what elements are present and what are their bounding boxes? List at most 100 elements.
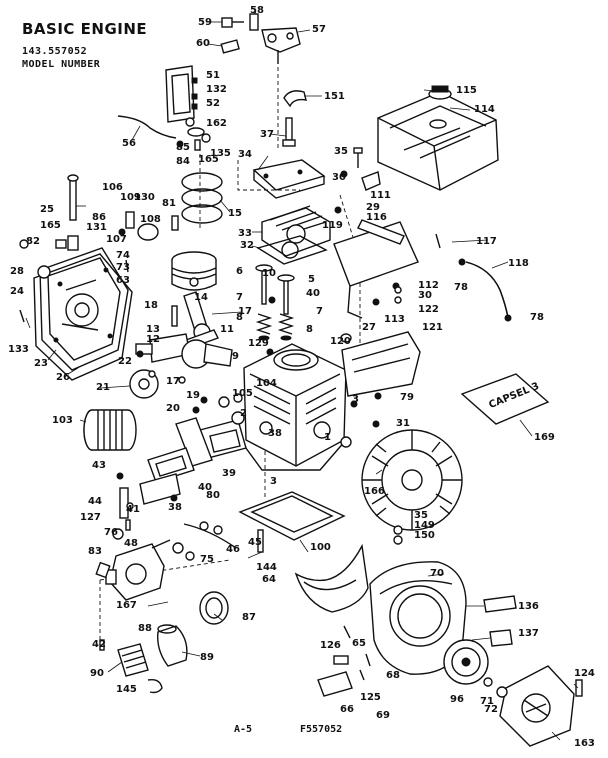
fitting-60 — [220, 39, 240, 54]
strip-136 — [483, 595, 517, 613]
callout-162: 162 — [206, 118, 227, 129]
blower-housing-70 — [369, 561, 467, 675]
callout-81: 81 — [162, 198, 176, 209]
callout-27: 27 — [362, 322, 376, 333]
callout-52: 52 — [206, 98, 220, 109]
callout-60: 60 — [196, 38, 210, 49]
callout-72: 72 — [484, 704, 498, 715]
model-number-label: MODEL NUMBER — [22, 59, 101, 70]
callout-150: 150 — [414, 530, 435, 541]
link-wire-56 — [117, 115, 177, 139]
callout-17: 17 — [238, 306, 252, 317]
callout-65: 65 — [352, 638, 366, 649]
crankshaft-13 — [135, 333, 233, 369]
callout-121: 121 — [422, 322, 443, 333]
callout-126: 126 — [320, 640, 341, 651]
callout-166: 166 — [364, 486, 385, 497]
callout-5: 5 — [308, 274, 315, 285]
callout-57: 57 — [312, 24, 326, 35]
ignition-parts-38-39 — [175, 417, 247, 467]
callout-46: 46 — [226, 544, 240, 555]
cylinder-block-1 — [239, 343, 347, 471]
callout-20: 20 — [166, 403, 180, 414]
callout-19: 19 — [186, 390, 200, 401]
callout-34: 34 — [238, 149, 252, 160]
callout-104: 104 — [256, 378, 277, 389]
callout-113: 113 — [384, 314, 405, 325]
callout-165: 165 — [198, 154, 219, 165]
callout-9: 9 — [232, 351, 239, 362]
callout-22: 22 — [118, 356, 132, 367]
valve-cover-parts — [176, 117, 211, 151]
callout-48: 48 — [124, 538, 138, 549]
callout-11: 11 — [220, 324, 234, 335]
callout-73: 73 — [116, 262, 130, 273]
page-reference: A-5 — [234, 724, 253, 735]
callout-114: 114 — [474, 104, 495, 115]
seal-28 — [19, 239, 67, 279]
callout-15: 15 — [228, 208, 242, 219]
screw-35 — [353, 147, 363, 168]
tank-bracket-112 — [333, 221, 419, 319]
callout-40: 40 — [198, 482, 212, 493]
callout-3: 3 — [270, 476, 277, 487]
figure-reference: F557052 — [300, 724, 343, 735]
callout-135: 135 — [210, 148, 231, 159]
callout-88: 88 — [138, 623, 152, 634]
callout-165: 165 — [40, 220, 61, 231]
callout-21: 21 — [96, 382, 110, 393]
callout-69: 69 — [376, 710, 390, 721]
callout-70: 70 — [430, 568, 444, 579]
model-number: 143.557052 — [22, 46, 88, 57]
bracket-66 — [317, 671, 353, 697]
decal-169: CAPSEL 3 — [460, 373, 550, 425]
cover-gasket-26 — [33, 253, 133, 381]
callout-130: 130 — [134, 192, 155, 203]
callout-169: 169 — [534, 432, 555, 443]
callout-119: 119 — [322, 220, 343, 231]
callout-3: 3 — [352, 394, 359, 405]
callout-151: 151 — [324, 91, 345, 102]
callout-122: 122 — [418, 304, 439, 315]
screws-65-68-69 — [343, 625, 371, 681]
callout-24: 24 — [10, 286, 24, 297]
cup-87 — [199, 591, 229, 625]
callout-118: 118 — [508, 258, 529, 269]
rod-bolt-18 — [171, 305, 178, 327]
callout-117: 117 — [476, 236, 497, 247]
callout-78: 78 — [454, 282, 468, 293]
callout-89: 89 — [200, 652, 214, 663]
callout-163: 163 — [574, 738, 595, 749]
callout-58: 58 — [250, 5, 264, 16]
assembly-guides — [99, 60, 396, 650]
fuel-line-118 — [465, 261, 509, 319]
diagram-title: BASIC ENGINE — [22, 20, 148, 38]
callout-127: 127 — [80, 512, 101, 523]
valves-5-6 — [255, 264, 295, 315]
callout-30: 30 — [332, 172, 346, 183]
small-hardware — [95, 472, 264, 651]
callout-26: 26 — [56, 372, 70, 383]
callout-35: 35 — [414, 510, 428, 521]
callout-68: 68 — [386, 670, 400, 681]
callout-83: 83 — [88, 546, 102, 557]
callout-8: 8 — [236, 312, 243, 323]
callout-32: 32 — [240, 240, 254, 251]
callout-30: 30 — [418, 290, 432, 301]
bolt-59 — [221, 17, 244, 28]
tube-145 — [147, 678, 163, 694]
callout-86: 86 — [92, 212, 106, 223]
valve-37 — [282, 117, 296, 147]
callout-64: 64 — [262, 574, 276, 585]
callout-8: 8 — [306, 324, 313, 335]
callout-84: 84 — [176, 156, 190, 167]
callout-45: 45 — [248, 537, 262, 548]
callout-79: 79 — [400, 392, 414, 403]
callout-74: 74 — [116, 250, 130, 261]
callout-105: 105 — [232, 388, 253, 399]
head-gasket-32 — [256, 235, 328, 265]
callout-44: 44 — [88, 496, 102, 507]
callout-96: 96 — [450, 694, 464, 705]
callout-28: 28 — [10, 266, 24, 277]
